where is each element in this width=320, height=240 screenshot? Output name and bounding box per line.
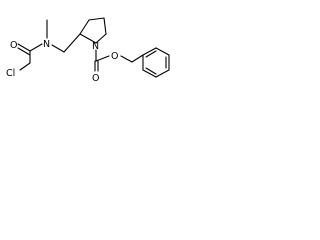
atom-amide-oxygen: O	[10, 40, 17, 51]
bond-benzene-inner-1	[145, 50, 157, 58]
chemical-structure: Cl O N N O O	[6, 17, 170, 84]
bond-ch2-to-phenyl	[131, 54, 144, 63]
atom-ring-nitrogen: N	[92, 41, 99, 52]
bond-carbonyl-o-2	[17, 47, 31, 56]
atom-ester-oxygen: O	[111, 51, 118, 62]
bond-benzene-2	[155, 47, 170, 56]
atom-chlorine: Cl	[6, 68, 15, 79]
bond-benzene-4	[155, 69, 170, 78]
bond-ch2-to-cl	[19, 62, 31, 71]
bond-ring-5	[79, 33, 97, 44]
bond-carbamate-to-ester-o	[95, 55, 110, 62]
bond-ring-4	[95, 33, 107, 44]
bond-ring-to-ch2	[63, 33, 81, 53]
bond-carbonyl-o-1	[17, 43, 31, 52]
atom-carbamate-oxygen: O	[92, 73, 99, 84]
bond-ring-3	[103, 17, 107, 35]
atom-amide-nitrogen: N	[43, 39, 50, 50]
bond-ring-2	[88, 17, 105, 21]
bond-benzene-5	[142, 69, 157, 78]
bond-ester-o-to-ch2	[120, 55, 133, 63]
bond-n-to-carbonyl	[29, 43, 43, 52]
bond-ch2-to-n	[51, 44, 65, 53]
bond-benzene-inner-3	[145, 67, 157, 75]
bond-ring-1	[79, 19, 90, 35]
bond-benzene-1	[142, 47, 157, 56]
